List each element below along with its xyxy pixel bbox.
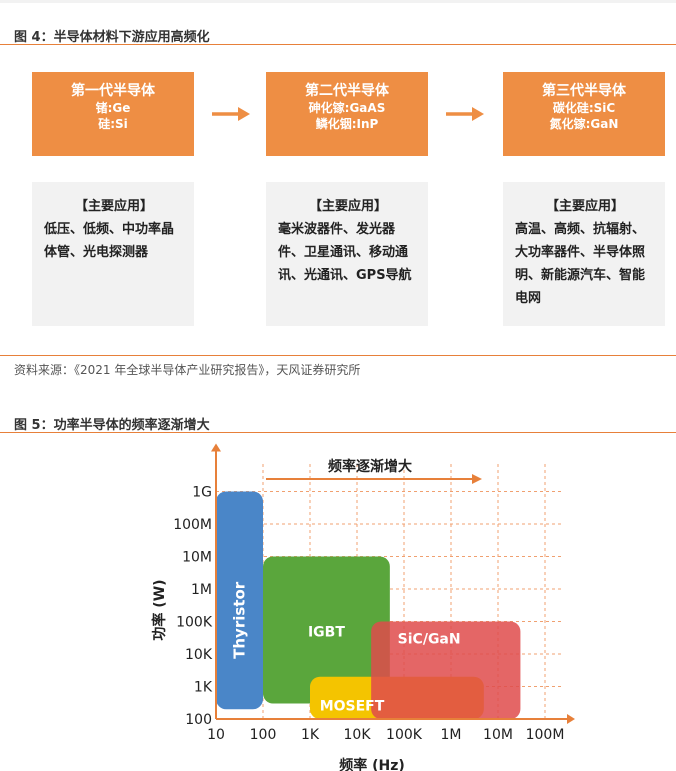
gen1-name: 第一代半导体: [71, 83, 155, 99]
figure4-bottom-rule: [0, 355, 676, 356]
gen3-apps-box: 【主要应用】 高温、高频、抗辐射、大功率器件、半导体照明、新能源汽车、智能电网: [503, 182, 665, 326]
gen2-line2: 鳞化铟:InP: [315, 117, 379, 131]
gen1-box: 第一代半导体 锗:Ge 硅:Si: [32, 72, 194, 156]
gen2-apps-header: 【主要应用】: [308, 199, 387, 214]
figure4-source: 资料来源：《2021 年全球半导体产业研究报告》，天风证券研究所: [14, 363, 361, 377]
chart-annotation: 频率逐渐增大: [328, 458, 412, 475]
gen1-line2: 硅:Si: [98, 117, 128, 131]
figure4-title: 图 4：半导体材料下游应用高频化: [14, 30, 210, 45]
gen3-apps-text: 高温、高频、抗辐射、大功率器件、半导体照明、新能源汽车、智能电网: [515, 222, 646, 306]
gen3-box: 第三代半导体 碳化硅:SiC 氮化镓:GaN: [503, 72, 665, 156]
gen2-name: 第二代半导体: [305, 83, 389, 99]
y-tick-label: 100K: [176, 615, 213, 631]
y-tick-label: 1K: [194, 680, 213, 696]
x-tick-label: 1K: [301, 727, 320, 743]
gen2-apps-text: 毫米波器件、发光器件、卫星通讯、移动通讯、光通讯、GPS导航: [278, 222, 412, 283]
gen1-apps-box: 【主要应用】 低压、低频、中功率晶体管、光电探测器: [32, 182, 194, 326]
x-tick-label: 1M: [441, 727, 462, 743]
gen2-apps-box: 【主要应用】 毫米波器件、发光器件、卫星通讯、移动通讯、光通讯、GPS导航: [266, 182, 428, 326]
gen2-line1: 砷化镓:GaAS: [308, 101, 386, 115]
gen3-line2: 氮化镓:GaN: [549, 117, 619, 131]
x-tick-label: 100: [250, 727, 277, 743]
region-label-sic-gan: SiC/GaN: [398, 632, 461, 648]
chart-axes: [211, 443, 575, 724]
x-tick-label: 10: [207, 727, 225, 743]
x-tick-label: 100M: [526, 727, 565, 743]
x-axis-arrow-icon: [567, 714, 575, 724]
y-tick-label: 1M: [191, 582, 212, 598]
gen3-line1: 碳化硅:SiC: [552, 101, 616, 115]
region-label-thyristor: Thyristor: [231, 581, 249, 659]
annotation-arrow-icon: [472, 474, 482, 484]
top-divider: [0, 0, 676, 3]
figure4-title-rule: [0, 44, 676, 45]
chart-regions: [216, 491, 521, 719]
figure5-title: 图 5：功率半导体的频率逐渐增大: [14, 418, 210, 433]
gen1-apps-text: 低压、低频、中功率晶体管、光电探测器: [44, 222, 175, 260]
y-tick-label: 10K: [185, 647, 213, 663]
gen1-line1: 锗:Ge: [95, 101, 131, 115]
region-label-igbt: IGBT: [308, 625, 345, 641]
y-axis-label: 功率 (W): [151, 579, 168, 640]
x-tick-label: 100K: [386, 727, 423, 743]
y-tick-label: 10M: [182, 550, 212, 566]
arrow-right-icon: [446, 107, 484, 121]
gen2-box: 第二代半导体 砷化镓:GaAS 鳞化铟:InP: [266, 72, 428, 156]
region-label-moseft: MOSEFT: [320, 699, 385, 715]
y-tick-label: 100M: [173, 517, 212, 533]
region-sic-gan: [371, 621, 521, 719]
y-tick-label: 1G: [192, 485, 212, 501]
gen3-name: 第三代半导体: [542, 83, 626, 99]
gen3-apps-header: 【主要应用】: [545, 199, 624, 214]
y-tick-label: 100: [185, 712, 212, 728]
figure5-title-rule: [0, 432, 676, 433]
region-igbt: [263, 556, 390, 704]
x-axis-label: 频率 (Hz): [339, 757, 405, 771]
x-tick-label: 10K: [344, 727, 372, 743]
gen1-apps-header: 【主要应用】: [74, 199, 153, 214]
region-thyristor: [216, 491, 263, 710]
x-tick-label: 10M: [483, 727, 513, 743]
arrow-right-icon: [212, 107, 250, 121]
y-axis-arrow-icon: [211, 443, 221, 452]
